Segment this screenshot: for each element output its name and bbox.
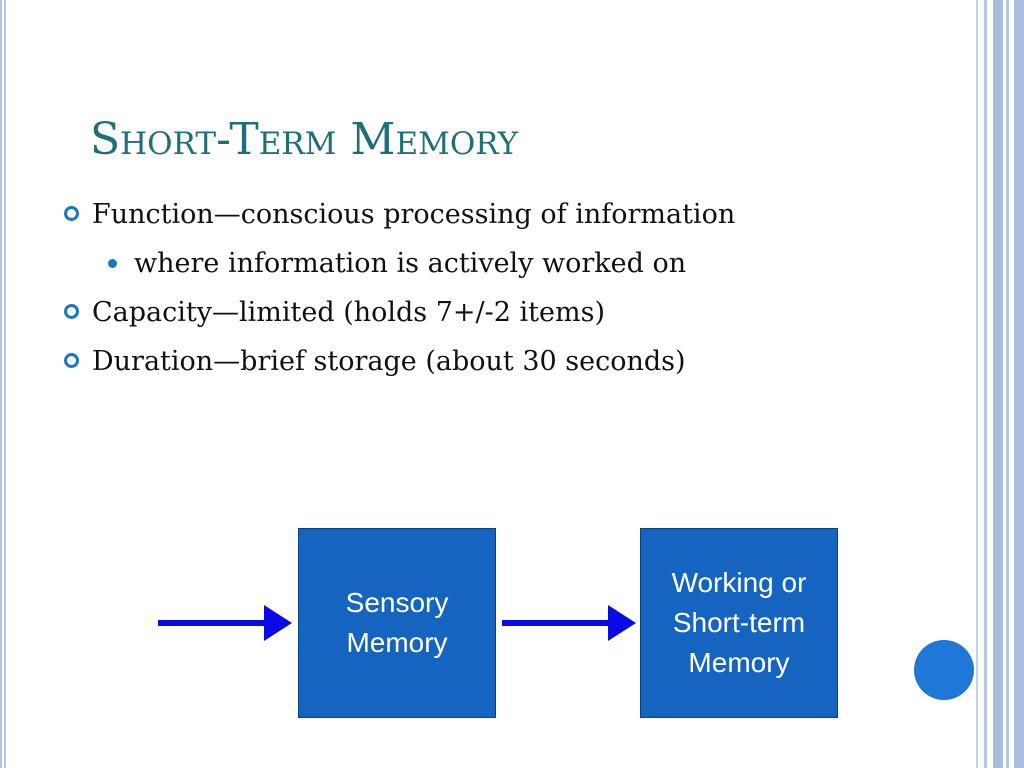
working-memory-box: Working or Short-term Memory (640, 528, 838, 718)
bullet-item: Duration—brief storage (about 30 seconds… (64, 337, 964, 386)
bullet-text: Capacity—limited (holds 7+/-2 items) (92, 297, 605, 328)
input-arrow-icon (158, 605, 292, 641)
stripe (1014, 0, 1024, 768)
slide-title: Short-Term Memory (90, 114, 519, 165)
transfer-arrow-icon (502, 605, 636, 641)
bullet-item: Capacity—limited (holds 7+/-2 items) (64, 288, 964, 337)
right-decorative-stripes (976, 0, 1024, 768)
stripe (993, 0, 1003, 768)
dot-bullet-icon (108, 259, 117, 268)
left-border (0, 0, 6, 768)
bullet-text: Duration—brief storage (about 30 seconds… (92, 346, 686, 377)
ring-bullet-icon (64, 353, 79, 368)
sensory-memory-label: Sensory Memory (345, 587, 449, 658)
stripe (984, 0, 987, 768)
stripe (976, 0, 978, 768)
stripe (1006, 0, 1009, 768)
sub-bullet-item: where information is actively worked on (64, 239, 964, 288)
bullet-list: Function—conscious processing of informa… (64, 190, 964, 386)
sensory-memory-box: Sensory Memory (298, 528, 496, 718)
decorative-circle (914, 640, 974, 700)
ring-bullet-icon (64, 304, 79, 319)
bullet-item: Function—conscious processing of informa… (64, 190, 964, 239)
sub-bullet-text: where information is actively worked on (134, 248, 687, 279)
working-memory-label: Working or Short-term Memory (671, 567, 807, 678)
ring-bullet-icon (64, 206, 79, 221)
bullet-text: Function—conscious processing of informa… (92, 199, 736, 230)
